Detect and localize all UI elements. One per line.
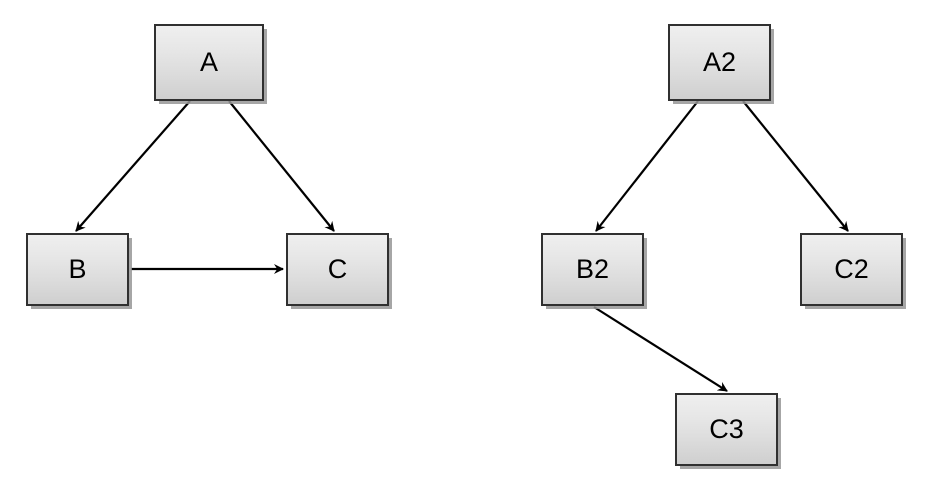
edge-a2-to-c2[interactable] — [742, 100, 849, 232]
node-label-b2: B2 — [575, 254, 610, 284]
edge-a2-to-b2[interactable] — [595, 100, 699, 232]
edge-a-to-b[interactable] — [75, 100, 191, 232]
node-label-a: A — [199, 47, 218, 77]
edges-group — [75, 100, 849, 392]
node-b[interactable]: B — [26, 233, 129, 306]
node-label-c3: C3 — [709, 414, 744, 444]
node-c[interactable]: C — [286, 233, 389, 306]
node-a[interactable]: A — [154, 24, 264, 101]
node-b2[interactable]: B2 — [541, 233, 644, 306]
node-label-a2: A2 — [702, 47, 737, 77]
node-a2[interactable]: A2 — [668, 24, 771, 101]
node-label-c: C — [327, 254, 348, 284]
node-label-c2: C2 — [834, 254, 869, 284]
edge-b2-to-c3[interactable] — [593, 306, 728, 392]
node-c2[interactable]: C2 — [800, 233, 903, 306]
node-label-b: B — [68, 254, 87, 284]
edge-a-to-c[interactable] — [228, 100, 335, 232]
node-c3[interactable]: C3 — [675, 393, 778, 466]
